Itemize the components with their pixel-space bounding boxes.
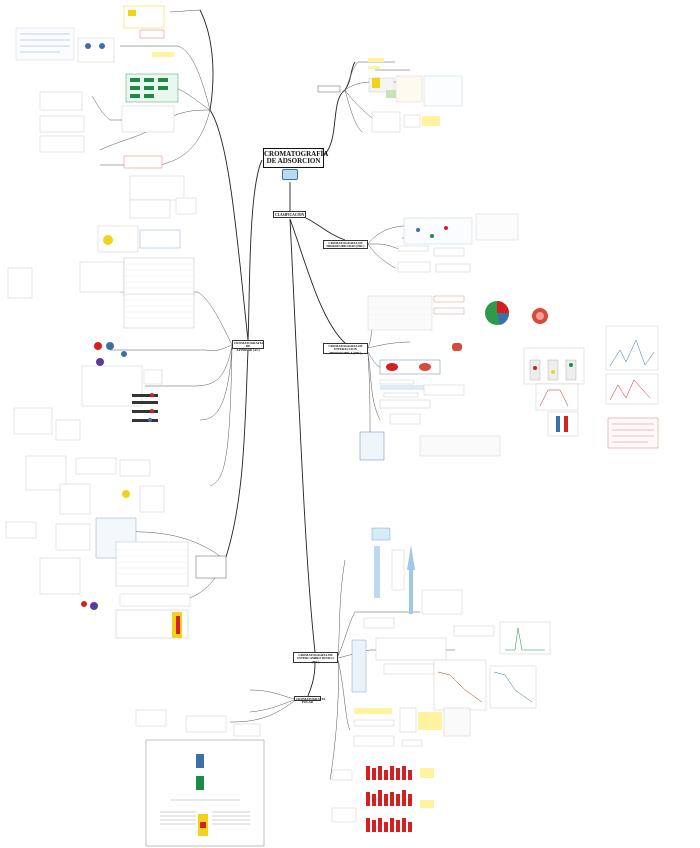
central-title: CROMATOGRAFÍA DE ADSORCION xyxy=(263,148,328,168)
connector-hidro xyxy=(305,217,346,241)
connector-polar xyxy=(307,662,316,697)
chromatography-column-icon xyxy=(282,169,298,180)
branch-intercambio-ionico: CROMATOGRAFIA DE INTERCAMBIO IONICO (IEC… xyxy=(293,652,338,663)
connector-ihidro xyxy=(289,218,346,344)
connector-iones xyxy=(289,218,316,653)
branch-clasificacion: CLASIFICACION xyxy=(273,211,306,218)
branch-interaccion-hidrofobica: CROMATOGRAFIA DE INTERACCION HIDROFOBICA… xyxy=(323,343,368,354)
connector-afinidad xyxy=(247,159,263,341)
branch-afinidad: CROMATOGRAFIA DE AFINIDAD (AC) xyxy=(232,340,264,352)
connector-afinidad-lower xyxy=(224,349,249,561)
branch-hidrofobicidad: CROMATOGRAFIA DE HIDROFOBICIDAD (HIC) xyxy=(323,240,368,249)
branch-polar: CROMATOGRAFIA POLAR xyxy=(294,696,326,704)
connector-afinidad-upper xyxy=(199,9,249,341)
